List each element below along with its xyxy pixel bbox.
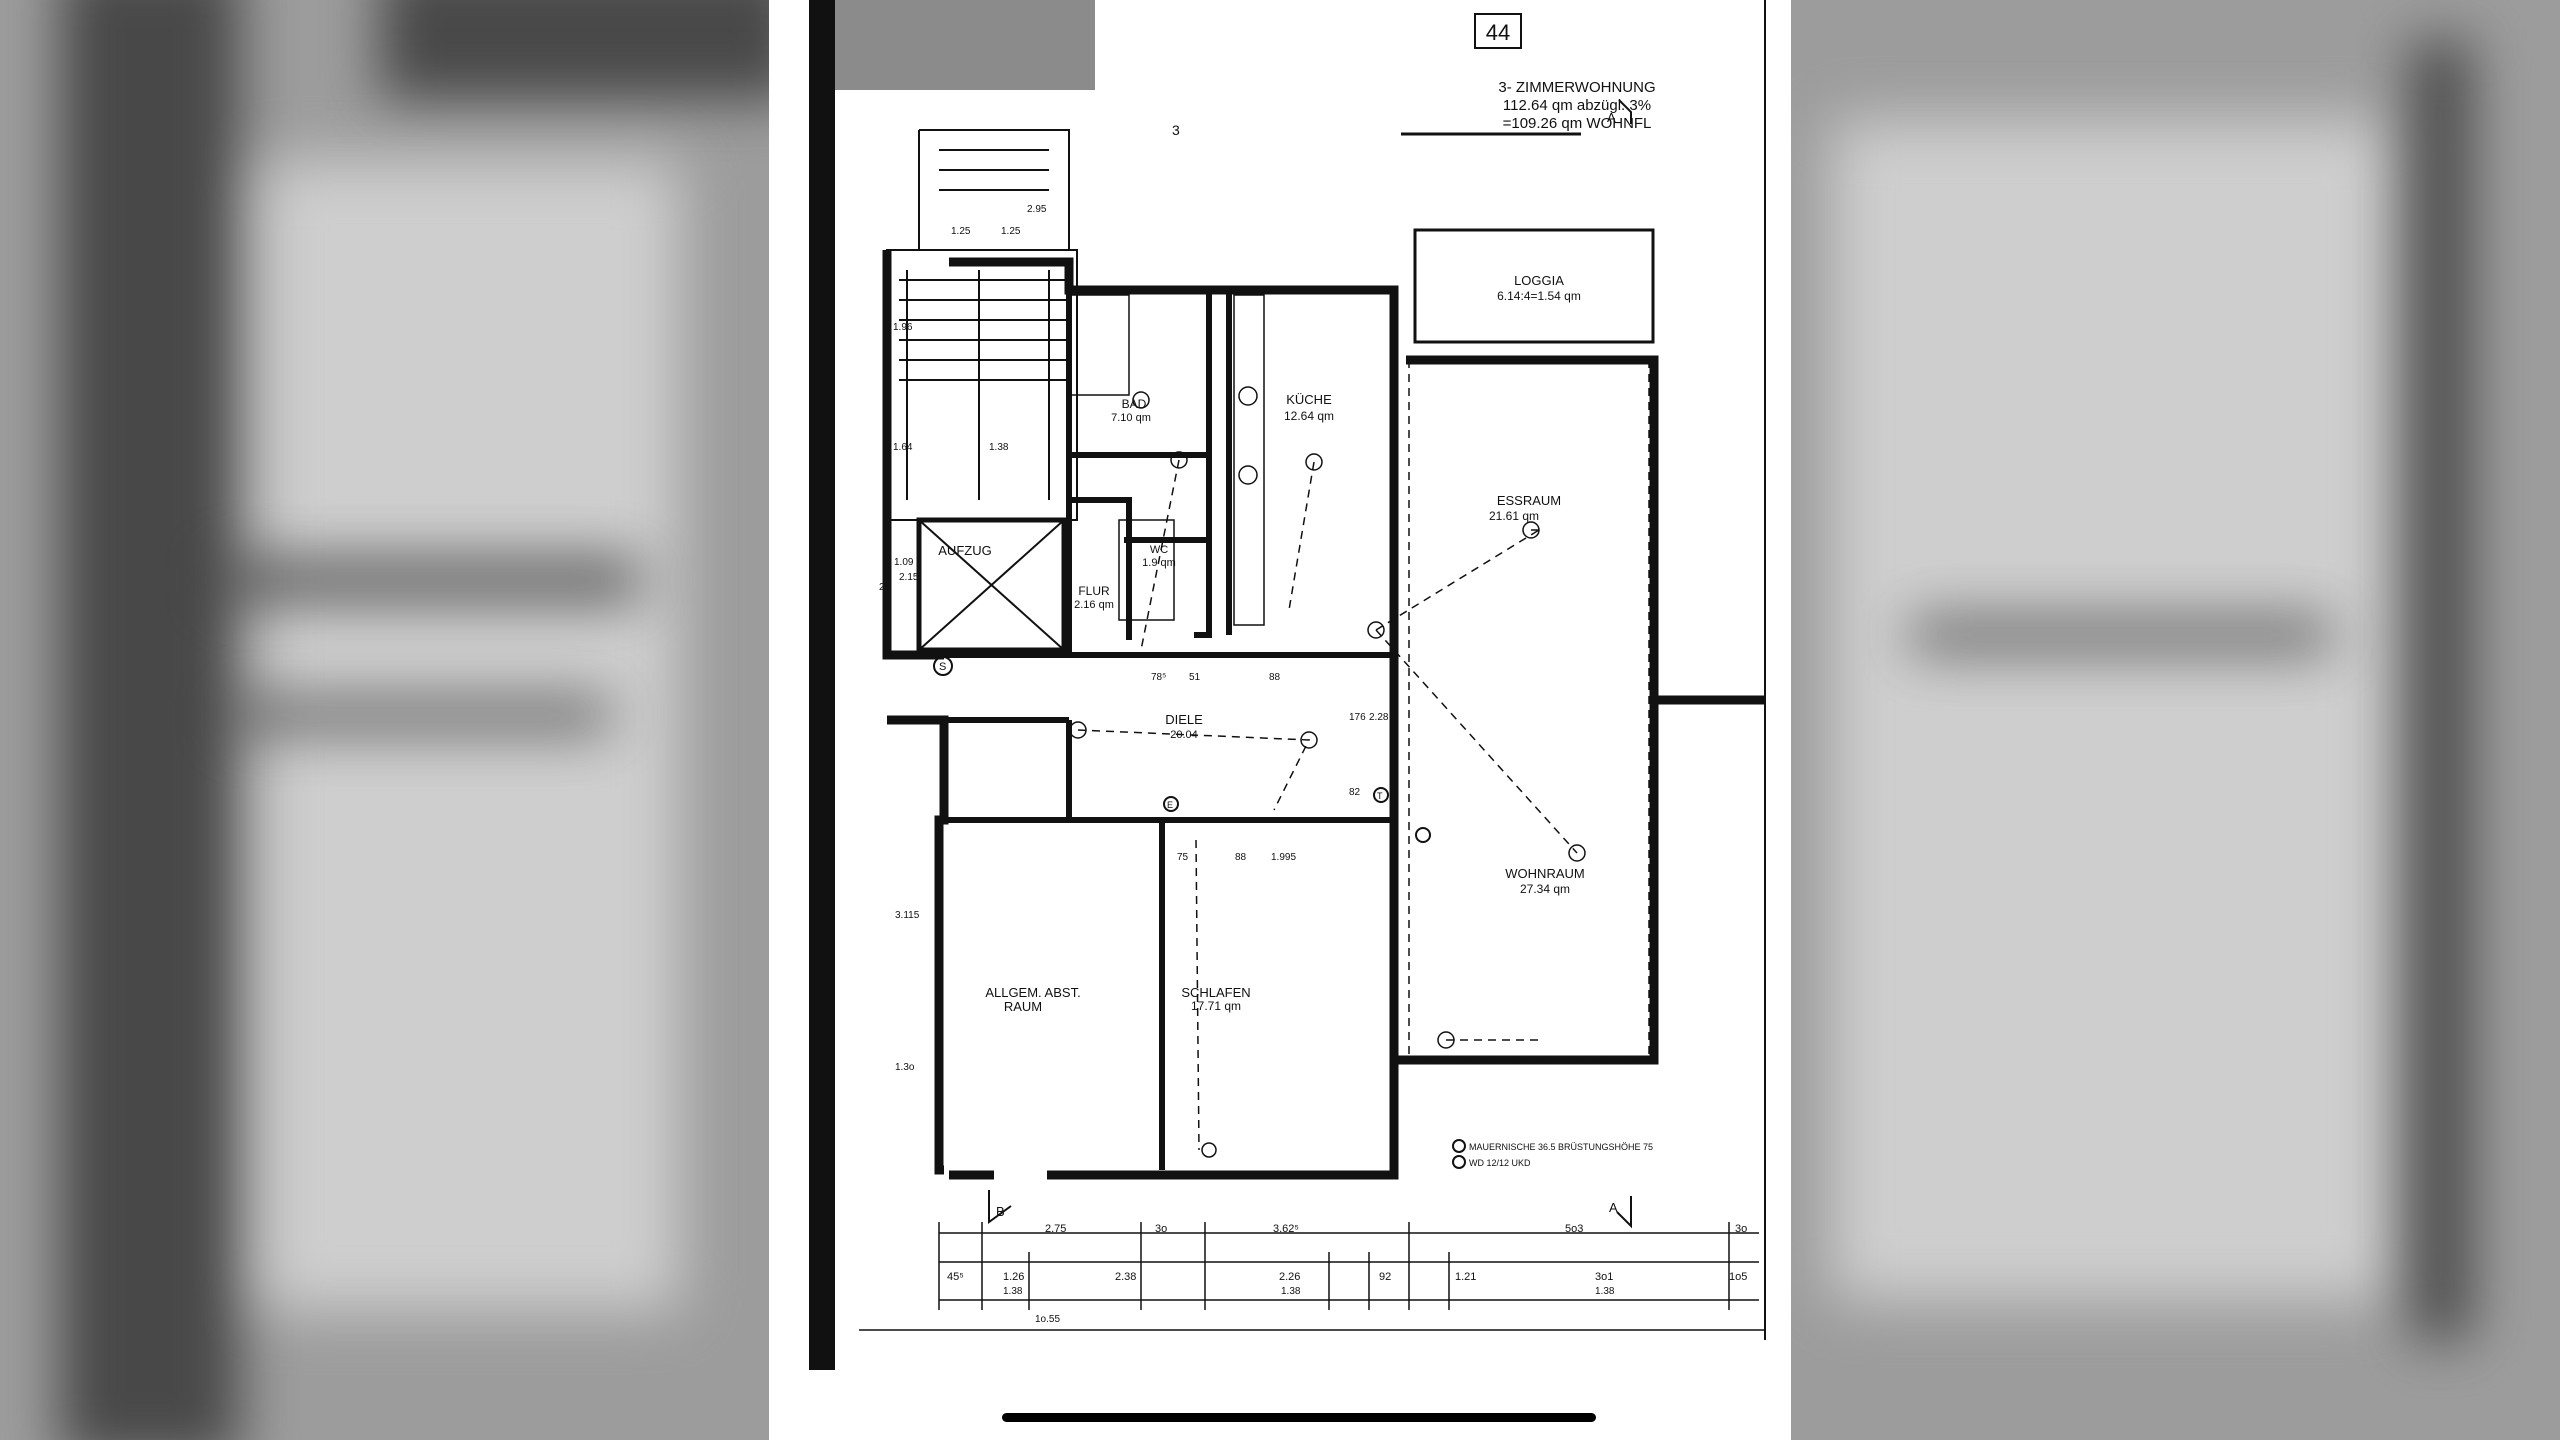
lift-name: AUFZUG — [938, 543, 991, 558]
dimension-label: 1.64 — [893, 442, 913, 453]
dimension-lines — [938, 1222, 1759, 1310]
dimension-label: 3o1 — [1595, 1271, 1613, 1283]
bath-name: BAD — [1122, 397, 1147, 411]
dimension-label: 1.3o — [895, 1062, 915, 1073]
living-name: WOHNRAUM — [1505, 866, 1584, 881]
dimension-label: 2.26 — [1279, 1271, 1300, 1283]
dimension-label: 2.95 — [1027, 204, 1047, 215]
dimension-label: 51 — [1189, 672, 1201, 683]
stair-core — [886, 129, 1078, 521]
wc-area: 1.9 qm — [1142, 557, 1176, 569]
dimension-label: 78⁵ — [1151, 672, 1166, 683]
dining-name: ESSRAUM — [1497, 493, 1561, 508]
dimension-total: 1o.55 — [1035, 1314, 1060, 1325]
building-label: 3 — [1172, 122, 1180, 138]
dimension-label: 176 — [1349, 712, 1366, 723]
dimension-row-1: 2.75 3o 3.62⁵ 5o3 3o — [1045, 1223, 1747, 1235]
area-total-label: 112.64 qm abzügl. 3% — [1503, 97, 1651, 114]
unit-type-label: 3- ZIMMERWOHNUNG — [1498, 79, 1655, 96]
interior-walls — [944, 290, 1397, 1170]
dimension-label: 1.09 — [894, 557, 914, 568]
electrical-dashed-lines — [1077, 360, 1650, 1151]
dimension-label: 2.38 — [1115, 1271, 1136, 1283]
kitchen-name: KÜCHE — [1286, 392, 1332, 407]
scan-left-edge-shadow — [809, 0, 835, 1370]
dimension-label: 1.38 — [1281, 1286, 1301, 1297]
wc-name: WC — [1150, 544, 1168, 556]
scan-top-shadow — [835, 0, 1095, 90]
dimension-label: 92 — [1379, 1271, 1391, 1283]
dimension-label: 1.38 — [989, 442, 1009, 453]
blurred-backdrop-right — [1791, 0, 2560, 1440]
marker-s: S — [939, 661, 946, 673]
entry-area: 20.04 — [1170, 729, 1198, 741]
dimension-label: 2.28 — [1369, 712, 1389, 723]
dimension-label: 1.21 — [1455, 1271, 1476, 1283]
marker-t: T — [1377, 791, 1383, 801]
dimension-label: 1.25 — [1001, 226, 1021, 237]
storage-name: ALLGEM. ABST. — [985, 985, 1080, 1000]
dimension-label: 3.62⁵ — [1273, 1223, 1299, 1235]
entry-name: DIELE — [1165, 712, 1203, 727]
dimension-label: 24 — [879, 582, 891, 593]
plan-misc-dimensions: 1.25 1.25 2.95 1.96 1.64 1.38 2.15 1.09 … — [879, 204, 1389, 1073]
dimension-label: 2.75 — [1045, 1223, 1066, 1235]
lift-shaft — [916, 517, 1067, 653]
dimension-label: 1.26 — [1003, 1271, 1024, 1283]
dimension-label: 1.25 — [951, 226, 971, 237]
kitchen-area: 12.64 qm — [1284, 409, 1334, 423]
dimension-label: 1.38 — [1003, 1286, 1023, 1297]
dimension-label: 1.38 — [1595, 1286, 1615, 1297]
blurred-backdrop-left — [0, 0, 769, 1440]
living-area: 27.34 qm — [1520, 882, 1570, 896]
hall-area: 2.16 qm — [1074, 599, 1114, 611]
dimension-label: 3o — [1735, 1223, 1747, 1235]
hall-name: FLUR — [1078, 584, 1110, 598]
section-marker-a-top: A — [1607, 110, 1616, 125]
bedroom-area: 17.71 qm — [1191, 999, 1241, 1013]
bath-area: 7.10 qm — [1111, 412, 1151, 424]
dimension-label: 5o3 — [1565, 1223, 1583, 1235]
loggia-area: 6.14:4=1.54 qm — [1497, 289, 1581, 303]
legend-e: WD 12/12 UKD — [1469, 1158, 1531, 1168]
dimension-label: 1.96 — [893, 322, 913, 333]
dimension-label: 45⁵ — [947, 1271, 964, 1283]
dimension-label: 75 — [1177, 852, 1189, 863]
photo-viewer[interactable]: 44 3- ZIMMERWOHNUNG 112.64 qm abzügl. 3%… — [769, 0, 1791, 1440]
loggia-outline — [1413, 228, 1655, 344]
marker-e: E — [1167, 800, 1173, 810]
storage-name-line2: RAUM — [1004, 999, 1042, 1014]
dining-area: 21.61 qm — [1489, 509, 1539, 523]
loggia-name: LOGGIA — [1514, 273, 1564, 288]
sheet-number-box — [1474, 13, 1522, 49]
outer-walls — [882, 250, 1764, 1180]
dimension-label: 88 — [1235, 852, 1247, 863]
dimension-label: 3o — [1155, 1223, 1167, 1235]
floor-plan-drawing: 44 3- ZIMMERWOHNUNG 112.64 qm abzügl. 3%… — [809, 0, 1766, 1370]
living-area-label: =109.26 qm WOHNFL — [1503, 115, 1652, 132]
bedroom-name: SCHLAFEN — [1181, 985, 1250, 1000]
dimension-label: 2.15 — [899, 572, 919, 583]
dimension-label: 82 — [1349, 787, 1361, 798]
dimension-label: 1o5 — [1729, 1271, 1747, 1283]
section-marker-a-bottom: A — [1609, 1200, 1618, 1215]
section-marker-b: B — [996, 1204, 1005, 1219]
sheet-number: 44 — [1486, 20, 1510, 45]
fixtures — [1068, 294, 1586, 1158]
legend-a: MAUERNISCHE 36.5 BRÜSTUNGSHÖHE 75 — [1469, 1142, 1653, 1152]
dimension-row-2: 45⁵ 1.26 2.38 2.26 92 1.21 3o1 1o5 1.38 … — [947, 1271, 1747, 1325]
dimension-label: 88 — [1269, 672, 1281, 683]
dimension-label: 1.995 — [1271, 852, 1296, 863]
section-markers — [933, 99, 1632, 1229]
dimension-label: 3.115 — [895, 910, 920, 921]
home-indicator[interactable] — [1002, 1413, 1596, 1422]
